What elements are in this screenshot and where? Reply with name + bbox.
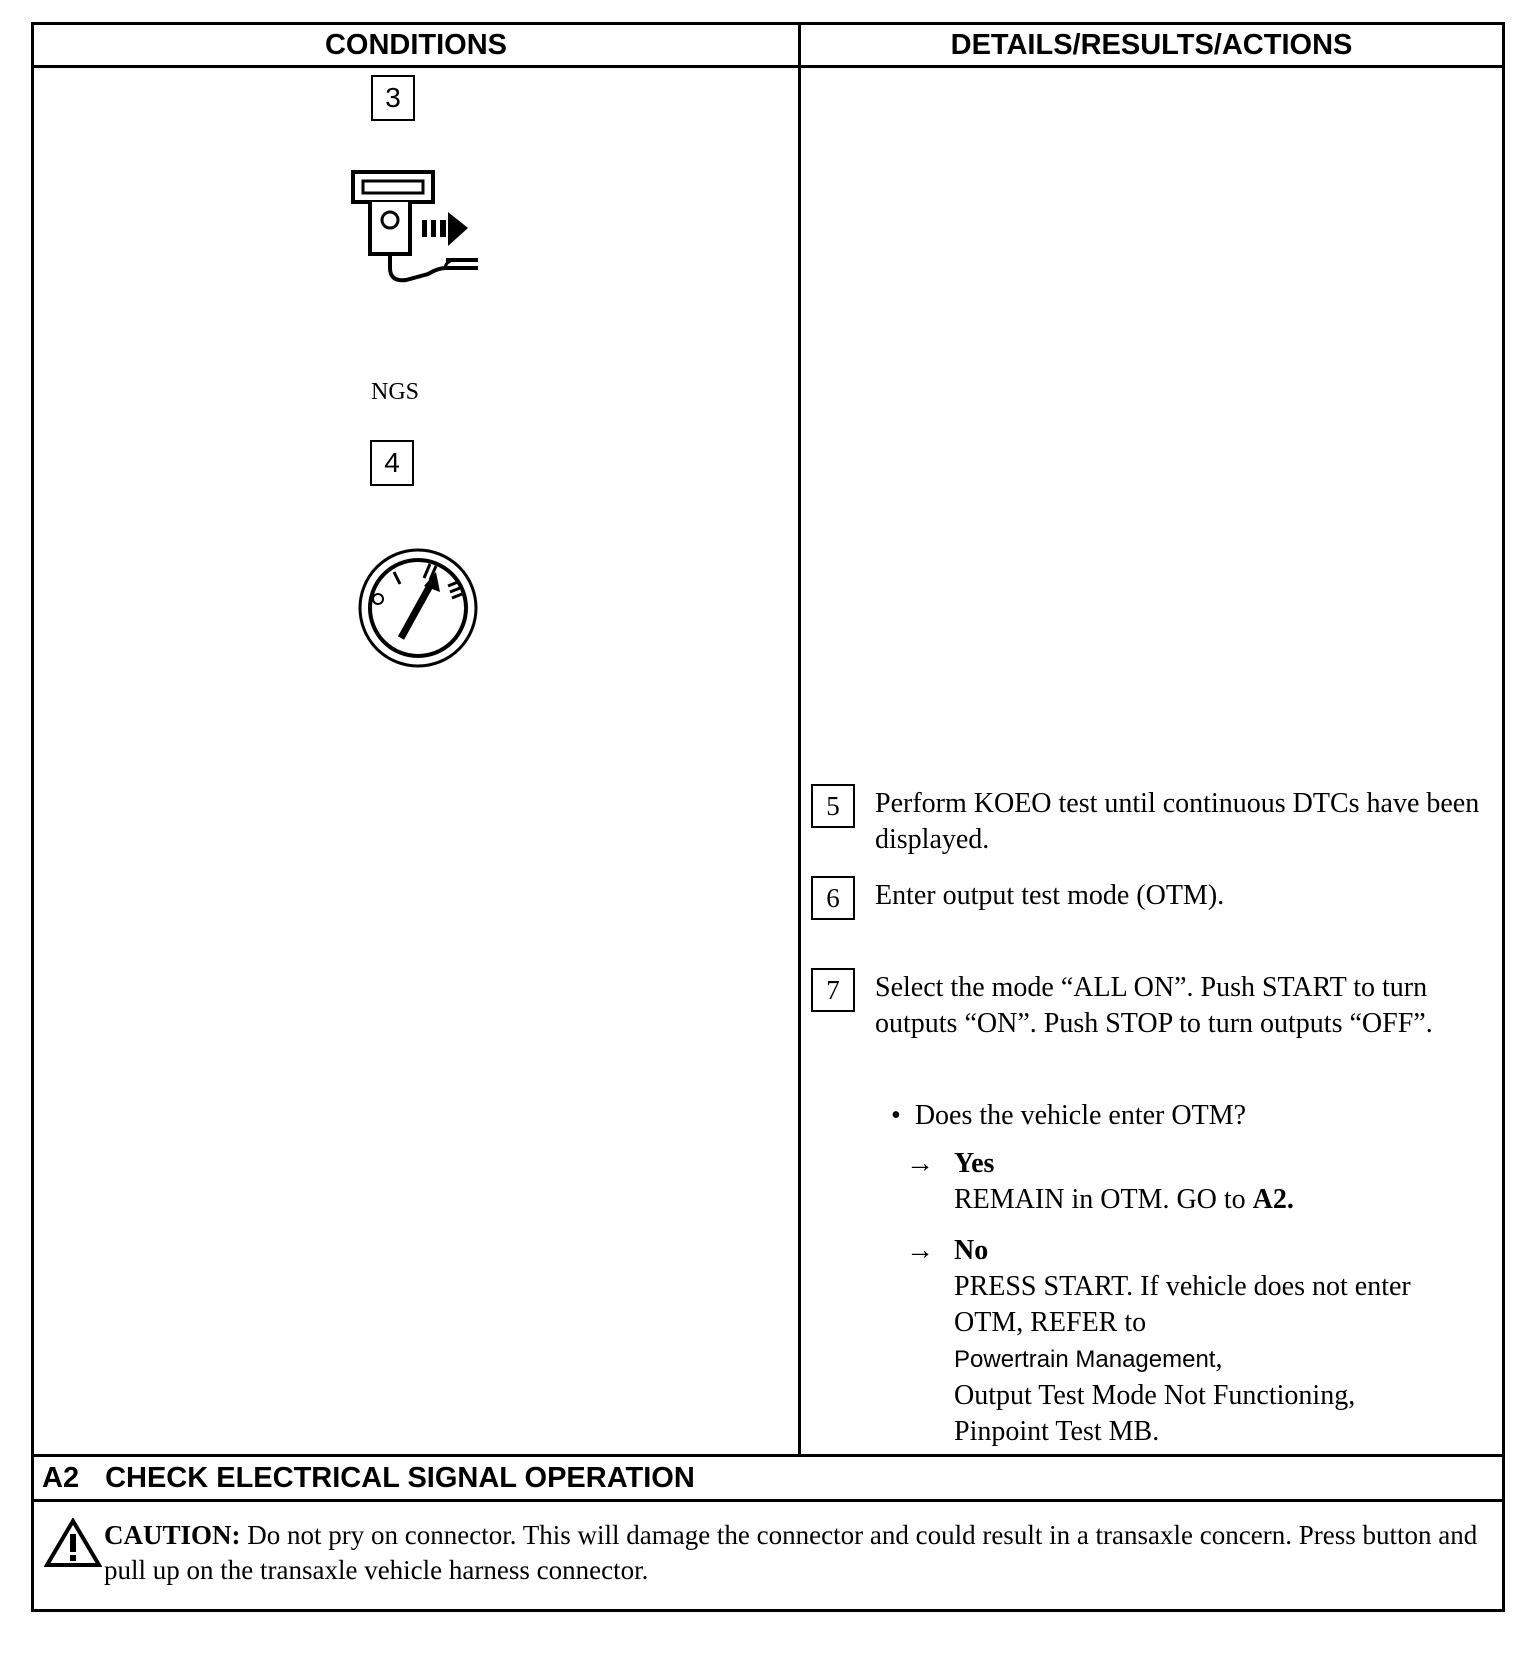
answer-yes-label: Yes (954, 1148, 995, 1179)
caution-label: CAUTION: (104, 1520, 241, 1550)
answer-no-text: PRESS START. If vehicle does not enter O… (954, 1271, 1411, 1338)
answer-no-ref-line2: Pinpoint Test MB. (954, 1416, 1160, 1447)
ignition-switch-icon (358, 548, 478, 668)
answer-yes: → Yes REMAIN in OTM. GO to A2. (906, 1146, 1466, 1226)
details-header: DETAILS/RESULTS/ACTIONS (798, 22, 1505, 68)
condition-step-4: 4 (370, 440, 414, 486)
step-5-text: Perform KOEO test until continuous DTCs … (875, 788, 1480, 855)
question-text: Does the vehicle enter OTM? (914, 1100, 1247, 1131)
step-6-text: Enter output test mode (OTM). (875, 880, 1225, 911)
step-7-text: Select the mode “ALL ON”. Push START to … (875, 972, 1433, 1039)
answer-no-label: No (954, 1235, 989, 1266)
step-6: 6 Enter output test mode (OTM). (811, 876, 1491, 922)
conditions-header: CONDITIONS (31, 22, 801, 68)
conditions-header-label: CONDITIONS (324, 28, 508, 61)
conditions-column: 3 NGS 4 (31, 65, 801, 1457)
diagnostic-table: CONDITIONS DETAILS/RESULTS/ACTIONS 3 NGS… (31, 22, 1505, 1642)
arrow-right-icon: → (906, 1148, 934, 1179)
step-5: 5 Perform KOEO test until continuous DTC… (811, 784, 1491, 864)
details-header-label: DETAILS/RESULTS/ACTIONS (950, 28, 1353, 61)
section-heading: A2 CHECK ELECTRICAL SIGNAL OPERATION (31, 1454, 1505, 1502)
details-column: 5 Perform KOEO test until continuous DTC… (798, 65, 1505, 1457)
step-7: 7 Select the mode “ALL ON”. Push START t… (811, 968, 1491, 1084)
answer-no-ref-line1: Output Test Mode Not Functioning, (954, 1380, 1356, 1411)
condition-step-3: 3 (371, 75, 415, 121)
section-id: A2 (42, 1461, 80, 1494)
section-title: CHECK ELECTRICAL SIGNAL OPERATION (105, 1461, 695, 1494)
answer-yes-ref: A2. (1252, 1184, 1294, 1215)
answer-no: → No PRESS START. If vehicle does not en… (906, 1233, 1466, 1463)
step-7-number: 7 (811, 968, 855, 1012)
tool-label: NGS (371, 379, 420, 405)
caution-box: CAUTION: Do not pry on connector. This w… (31, 1499, 1505, 1612)
ngs-scan-tool-icon (351, 170, 478, 283)
step-6-number: 6 (811, 876, 855, 920)
warning-triangle-icon (44, 1518, 102, 1567)
answer-yes-text: REMAIN in OTM. GO to (954, 1184, 1246, 1215)
question-bullet: • Does the vehicle enter OTM? (891, 1100, 1247, 1131)
arrow-right-icon: → (906, 1235, 934, 1266)
step-5-number: 5 (811, 784, 855, 828)
manual-reference: Powertrain Management (954, 1346, 1216, 1373)
caution-text: Do not pry on connector. This will damag… (104, 1520, 1478, 1585)
